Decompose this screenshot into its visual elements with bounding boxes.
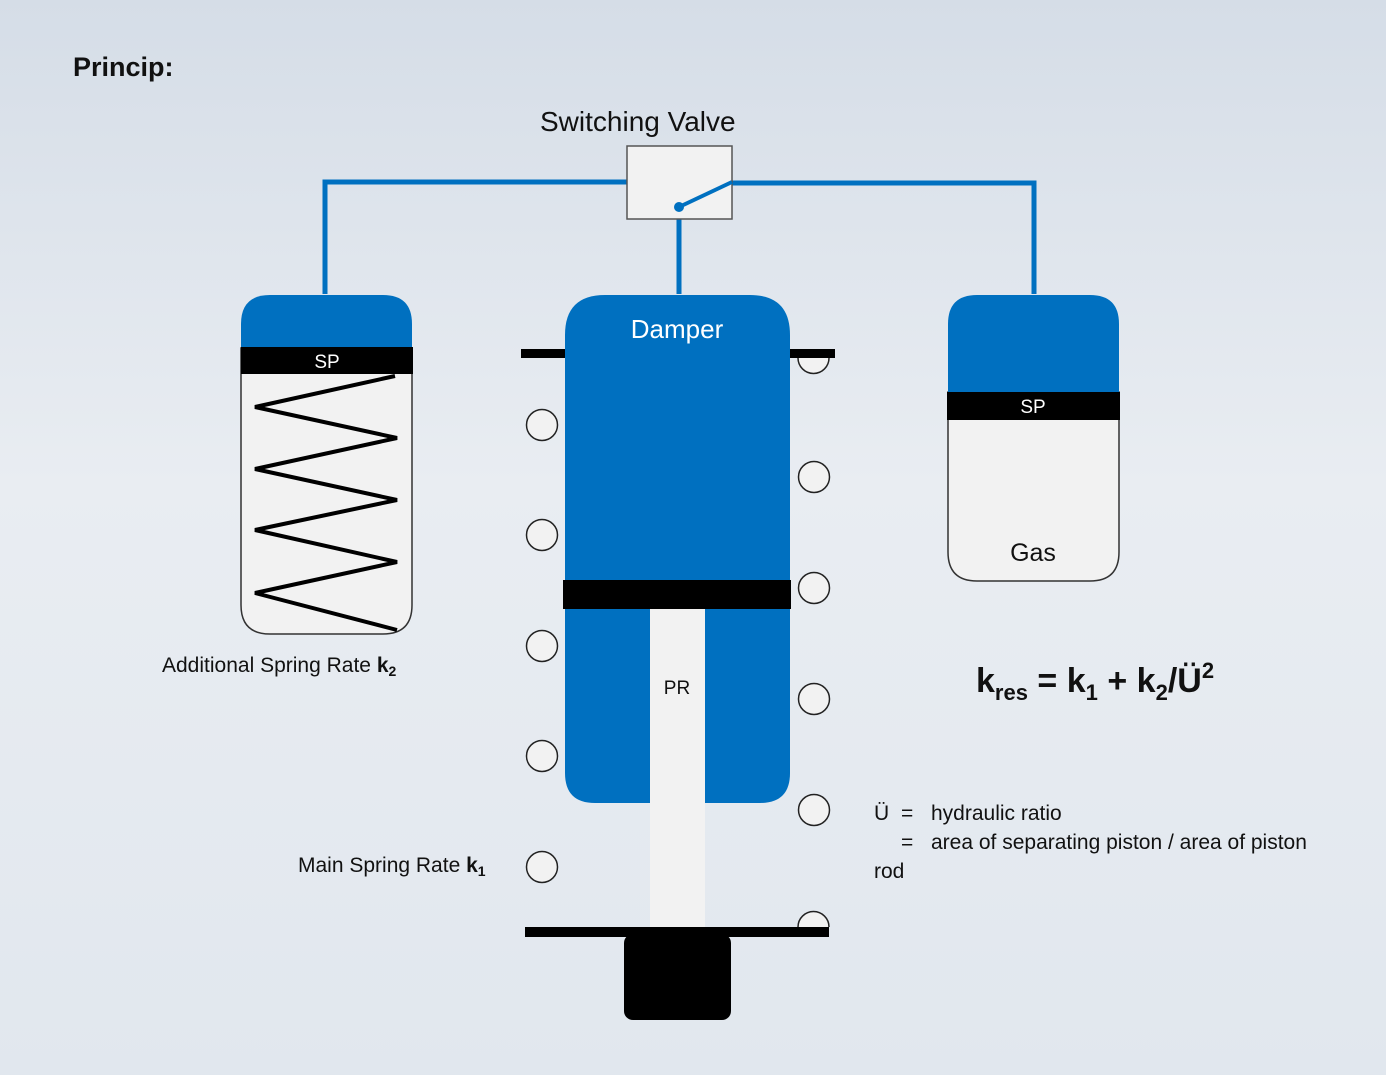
definition-equals-2: = bbox=[901, 831, 914, 854]
additional-spring-rate-symbol: k bbox=[376, 654, 389, 677]
spring-coil bbox=[525, 739, 559, 773]
right-separating-piston bbox=[947, 392, 1120, 420]
spring-coil bbox=[525, 518, 559, 552]
definition-equals-1: = bbox=[901, 802, 914, 825]
formula-plus: + k bbox=[1097, 662, 1156, 700]
left-separating-piston bbox=[241, 347, 413, 374]
additional-spring-rate-label: Additional Spring Rate k2 bbox=[162, 654, 396, 679]
main-spring-rate-index: 1 bbox=[477, 863, 486, 879]
left-accumulator-body bbox=[240, 347, 413, 635]
line-left bbox=[322, 179, 627, 294]
additional-spring-rate-text: Additional Spring Rate bbox=[162, 654, 377, 677]
damper bbox=[521, 295, 835, 1020]
spring-coil bbox=[525, 408, 559, 442]
formula-eq: = k bbox=[1027, 662, 1086, 700]
definition-line-3: rod bbox=[874, 860, 905, 883]
formula-index-2: 2 bbox=[1155, 680, 1168, 705]
spring-coil bbox=[797, 571, 831, 605]
switching-valve bbox=[626, 145, 733, 220]
piston-rod bbox=[650, 608, 705, 934]
definition-line-1: hydraulic ratio bbox=[931, 802, 1062, 825]
line-right bbox=[732, 180, 1037, 294]
formula-ratio: /Ü bbox=[1167, 662, 1202, 700]
spring-coil bbox=[797, 682, 831, 716]
damper-mount bbox=[624, 934, 731, 1020]
gas-label: Gas bbox=[1010, 539, 1056, 567]
spring-coil bbox=[525, 629, 559, 663]
main-spring-rate-label: Main Spring Rate k1 bbox=[298, 854, 486, 879]
right-accumulator-fluid bbox=[948, 295, 1119, 394]
damper-label: Damper bbox=[631, 314, 724, 344]
spring-coil bbox=[797, 910, 830, 928]
spring-coil bbox=[797, 357, 830, 375]
right-piston-label: SP bbox=[1020, 397, 1045, 418]
hydraulic-lines bbox=[322, 179, 1037, 294]
main-spring-rate-symbol: k bbox=[466, 854, 478, 877]
formula-square: 2 bbox=[1201, 658, 1215, 683]
valve-switch-arm bbox=[678, 180, 733, 209]
piston-rod-label: PR bbox=[664, 678, 690, 699]
definition-symbol: Ü bbox=[874, 802, 890, 825]
additional-spring bbox=[254, 374, 398, 632]
right-accumulator bbox=[947, 295, 1120, 582]
main-spring bbox=[525, 357, 831, 928]
right-accumulator-gas-chamber bbox=[947, 391, 1120, 582]
switching-valve-label: Switching Valve bbox=[540, 106, 736, 137]
spring-coil bbox=[797, 460, 831, 494]
formula-index-1: 1 bbox=[1085, 680, 1098, 705]
spring-coil bbox=[797, 793, 831, 827]
formula-res: res bbox=[994, 680, 1028, 705]
left-piston-label: SP bbox=[314, 352, 339, 373]
additional-spring-rate-index: 2 bbox=[388, 663, 397, 679]
spring-coil bbox=[525, 850, 559, 884]
page-title: Princip: bbox=[73, 52, 174, 82]
resulting-rate-formula: kres = k1 + k2/Ü2 bbox=[976, 658, 1214, 706]
valve-pivot bbox=[674, 202, 684, 212]
main-spring-rate-text: Main Spring Rate bbox=[298, 854, 467, 877]
damper-body bbox=[565, 295, 790, 803]
definition-line-2: area of separating piston / area of pist… bbox=[931, 831, 1307, 854]
damper-piston bbox=[563, 580, 791, 609]
left-accumulator bbox=[240, 295, 413, 635]
lower-spring-seat bbox=[525, 927, 829, 937]
left-accumulator-fluid bbox=[241, 295, 412, 348]
formula-k: k bbox=[976, 662, 995, 700]
